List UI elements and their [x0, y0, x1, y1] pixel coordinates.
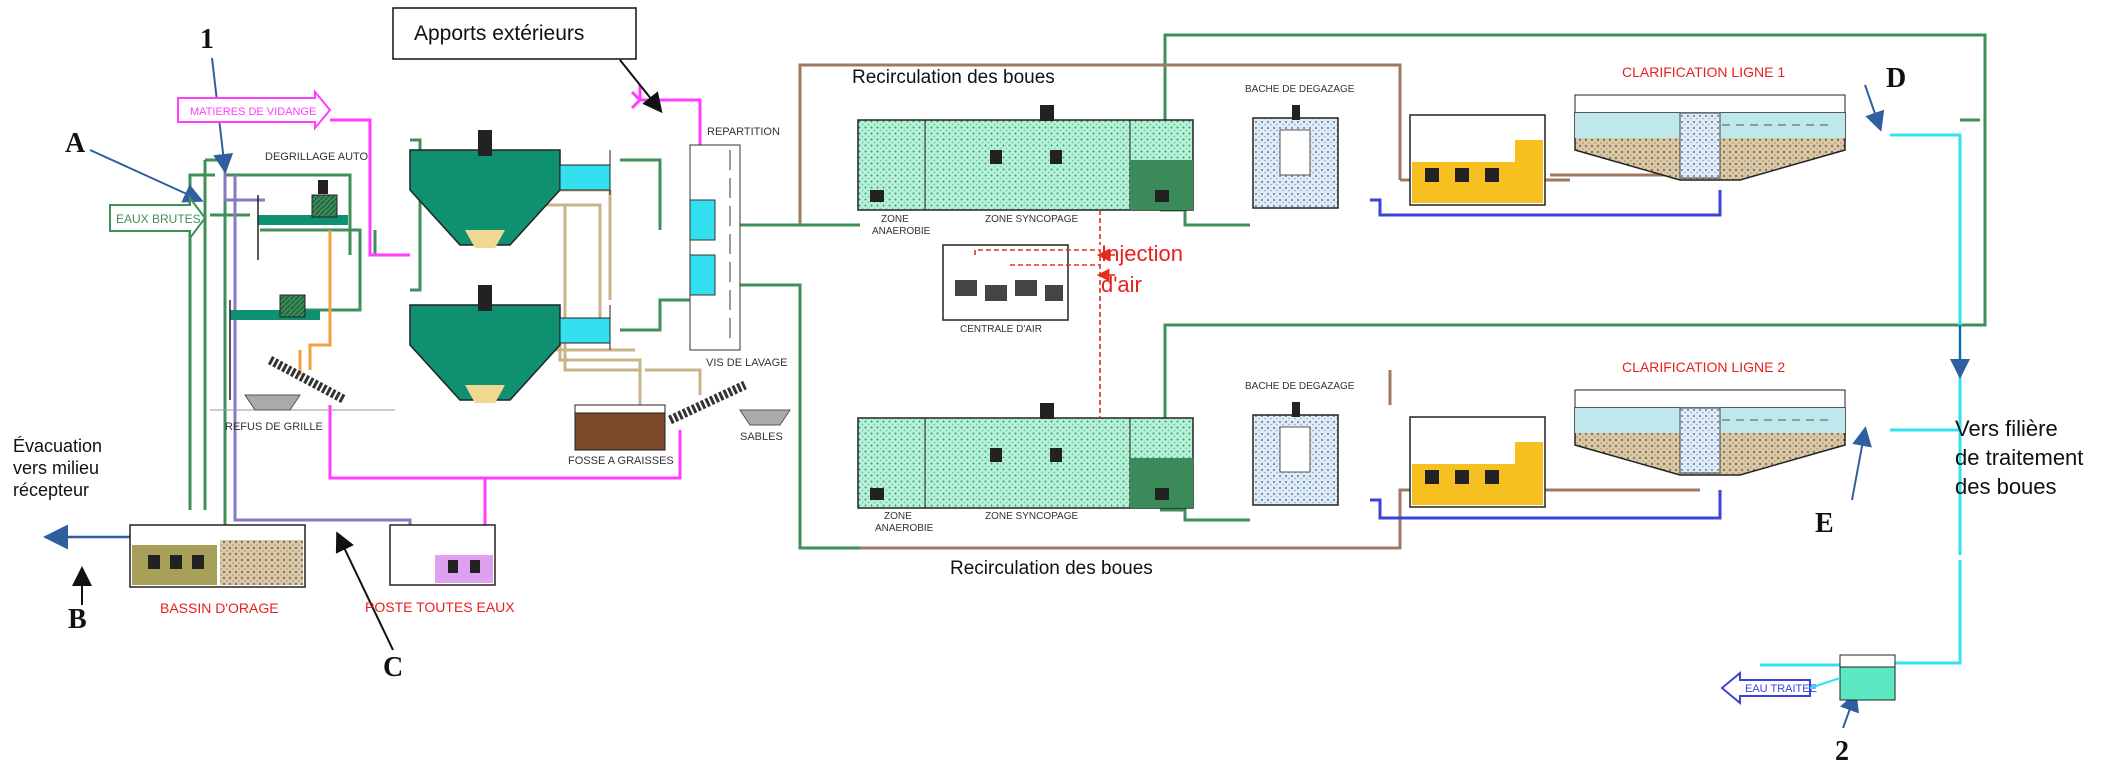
marker-1: 1: [200, 24, 214, 55]
sand-washer-label: VIS DE LAVAGE: [706, 357, 788, 369]
storm-basin: BASSIN D'ORAGE: [129, 524, 306, 616]
grit-tanks: [409, 130, 611, 403]
treated-water-outlet: EAU TRAITEE: [1720, 654, 1896, 706]
screening-unit: DEGRILLAGE AUTO REFUS DE GRILLE: [210, 151, 395, 433]
pump-station: POSTE TOUTES EAUX: [365, 524, 515, 615]
degassing-tank-2: BACHE DE DEGAZAGE: [1245, 381, 1355, 506]
marker-a: A: [65, 128, 86, 159]
degassing-tank-1: BACHE DE DEGAZAGE: [1245, 84, 1355, 209]
storm-basin-label: BASSIN D'ORAGE: [160, 600, 279, 616]
injection-label-b: d'air: [1101, 272, 1142, 297]
marker-b: B: [68, 604, 87, 635]
inlet-arrows: MATIERES DE VIDANGE EAUX BRUTES: [109, 89, 332, 241]
sludge-dest-line1: Vers filière: [1955, 416, 2058, 441]
clarifier-2-label: CLARIFICATION LIGNE 2: [1622, 359, 1785, 375]
outfall: Évacuation vers milieu récepteur: [13, 436, 130, 550]
clarifier-1: CLARIFICATION LIGNE 1: [1574, 64, 1846, 181]
distribution-chamber: REPARTITION: [689, 126, 780, 351]
screening-label: DEGRILLAGE AUTO: [265, 151, 369, 163]
sludge-destination: Vers filière de traitement des boues: [1950, 325, 2083, 499]
zone-anaerobie-2-label-b: ANAEROBIE: [875, 523, 934, 534]
outfall-line1: Évacuation: [13, 436, 102, 456]
marker-2: 2: [1835, 736, 1849, 763]
grease-pit: FOSSE A GRAISSES: [568, 404, 674, 467]
clarifier-2: CLARIFICATION LIGNE 2: [1574, 359, 1846, 476]
clarifier-1-label: CLARIFICATION LIGNE 1: [1622, 64, 1785, 80]
aeration-basin-1: ZONE ANAEROBIE ZONE SYNCOPAGE: [857, 105, 1194, 237]
pump-station-label: POSTE TOUTES EAUX: [365, 599, 515, 615]
marker-d: D: [1886, 63, 1906, 94]
sludge-dest-line2: de traitement: [1955, 445, 2083, 470]
pump-box-1: [1409, 114, 1546, 206]
marker-c: C: [383, 652, 403, 683]
distribution-label: REPARTITION: [707, 126, 780, 138]
sand-washer: VIS DE LAVAGE SABLES: [668, 357, 791, 443]
outfall-line3: récepteur: [13, 480, 89, 500]
external-input-box: Apports extérieurs: [392, 7, 663, 114]
air-station-label: CENTRALE D'AIR: [960, 324, 1042, 335]
degassing-1-label: BACHE DE DEGAZAGE: [1245, 84, 1355, 95]
marker-e: E: [1815, 508, 1834, 539]
grease-pit-label: FOSSE A GRAISSES: [568, 455, 674, 467]
zone-syncopage-2-label: ZONE SYNCOPAGE: [985, 511, 1078, 522]
screenings-label: REFUS DE GRILLE: [225, 421, 323, 433]
degassing-2-label: BACHE DE DEGAZAGE: [1245, 381, 1355, 392]
outfall-line2: vers milieu: [13, 458, 99, 478]
sand-label: SABLES: [740, 431, 783, 443]
recirc-bottom-label: Recirculation des boues: [950, 558, 1153, 579]
zone-anaerobie-1-label: ZONE: [881, 214, 909, 225]
raw-water-label: EAUX BRUTES: [116, 212, 201, 226]
injection-label: Injection: [1101, 241, 1183, 266]
pump-box-2: [1409, 416, 1546, 508]
air-station: CENTRALE D'AIR Injection d'air: [942, 210, 1183, 418]
sludge-dest-line3: des boues: [1955, 474, 2057, 499]
zone-anaerobie-1-label-b: ANAEROBIE: [872, 226, 931, 237]
raw-water-arrow-shape: [109, 195, 207, 241]
vidange-arrow-shape: [177, 89, 332, 131]
recirc-top-label: Recirculation des boues: [852, 67, 1055, 88]
external-input-label: Apports extérieurs: [414, 22, 584, 45]
treated-water-label: EAU TRAITEE: [1745, 683, 1817, 695]
zone-anaerobie-2-label: ZONE: [884, 511, 912, 522]
aeration-basin-2: ZONE ANAEROBIE ZONE SYNCOPAGE: [857, 403, 1194, 534]
vidange-label: MATIERES DE VIDANGE: [190, 106, 316, 118]
zone-syncopage-1-label: ZONE SYNCOPAGE: [985, 214, 1078, 225]
